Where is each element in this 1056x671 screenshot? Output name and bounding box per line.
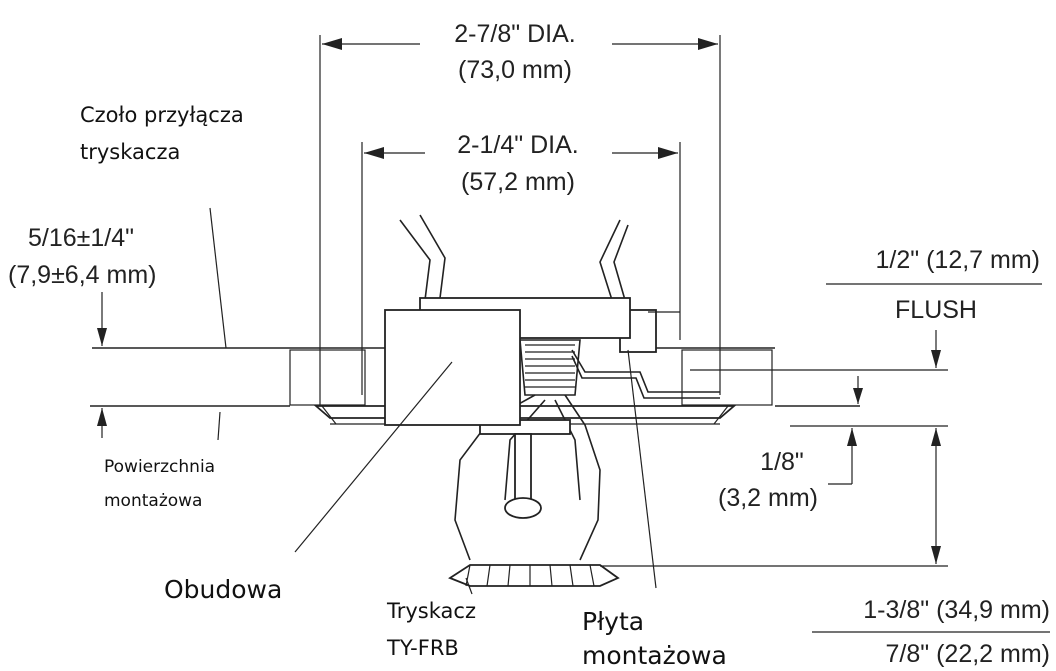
inner-diameter-in: 2-1/4" DIA. [457,131,578,159]
drop-top: 1-3/8" (34,9 mm) [863,596,1050,624]
offset-in: 5/16±1/4" [28,224,134,252]
gap-in: 1/8" [760,448,804,476]
drop-bottom: 7/8" (22,2 mm) [886,640,1050,668]
labels: Czoło przyłącza tryskacza Powierzchnia m… [80,103,727,670]
fitting-face-label-2: tryskacza [80,140,180,164]
drop-dimension: 1-3/8" (34,9 mm) 7/8" (22,2 mm) [600,428,1050,668]
plate-label-2: montażowa [582,641,727,670]
outer-diameter-mm: (73,0 mm) [458,56,572,84]
recess-dimension: 1/2" (12,7 mm) FLUSH [690,246,1042,404]
outer-diameter-in: 2-7/8" DIA. [454,20,575,48]
inner-diameter-mm: (57,2 mm) [461,168,575,196]
leader-lines [209,207,657,595]
recess-top: 1/2" (12,7 mm) [876,246,1040,274]
gap-dimension: 1/8" (3,2 mm) [718,425,948,512]
sprinkler-label-2: TY-FRB [386,636,459,660]
offset-dimension: 5/16±1/4" (7,9±6,4 mm) [8,224,156,438]
offset-mm: (7,9±6,4 mm) [8,261,156,289]
mounting-surface-label-2: montażowa [104,491,202,511]
fitting-face-label-1: Czoło przyłącza [80,103,244,127]
inner-diameter-dimension: 2-1/4" DIA. (57,2 mm) [361,131,681,395]
outer-diameter-dimension: 2-7/8" DIA. (73,0 mm) [319,20,721,405]
housing-label: Obudowa [164,575,282,604]
gap-mm: (3,2 mm) [718,484,818,512]
sprinkler-label-1: Tryskacz [386,599,476,623]
housing-shape [384,309,521,426]
mounting-surface-label-1: Powierzchnia [104,457,215,477]
recess-bottom: FLUSH [895,296,977,324]
plate-label-1: Płyta [582,607,644,636]
